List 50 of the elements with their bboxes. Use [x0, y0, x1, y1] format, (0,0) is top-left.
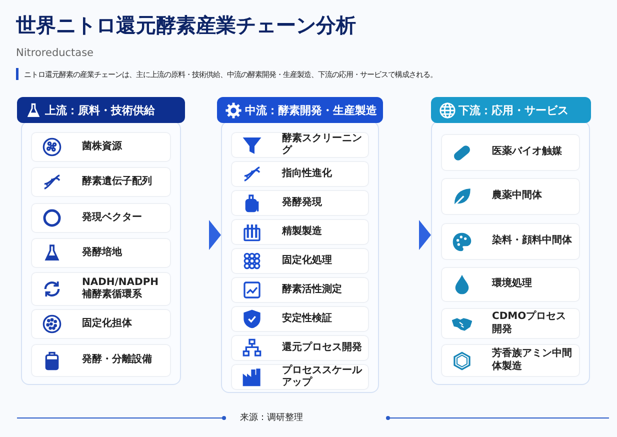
item-label: 固定化担体: [82, 318, 133, 330]
item-card: [231, 132, 369, 158]
item-label: プロセススケールアップ: [282, 364, 364, 390]
item-label: 酵素活性測定: [282, 284, 343, 296]
item-label: 精製製造: [282, 226, 323, 238]
item-card: [231, 277, 369, 303]
item-label: 発現ベクター: [82, 212, 143, 224]
item-card: [441, 178, 580, 215]
item-label: 酵素遺伝子配列: [82, 176, 153, 188]
item-card: [231, 364, 369, 390]
item-card: [31, 238, 171, 268]
item-label: CDMOプロセス開発: [492, 311, 568, 336]
item-card: [31, 167, 171, 197]
item-label: 固定化処理: [282, 254, 333, 268]
item-label: 環境処理: [492, 278, 533, 291]
item-label: 安定性検証: [282, 312, 333, 326]
panel-header: 下流：応用・サービス: [430, 97, 590, 123]
panel-header: 上流：原料・技術供給: [17, 97, 185, 123]
item-card: [441, 344, 580, 377]
item-card: [31, 203, 171, 233]
item-card: [31, 309, 171, 339]
item-label: 発酵発現: [282, 196, 323, 210]
item-label: 還元プロセス開発: [282, 342, 363, 354]
item-card: [441, 134, 580, 171]
item-card: [231, 306, 369, 332]
item-label: 医薬バイオ触媒: [492, 146, 563, 159]
item-card: [231, 161, 369, 187]
item-card: [231, 248, 369, 274]
item-card: [231, 219, 369, 245]
item-label: 農薬中間体: [492, 190, 543, 203]
item-label: 指向性進化: [282, 168, 333, 180]
source-note: 来源：调研整理: [240, 412, 303, 424]
title: 世界ニトロ還元酵素産業チェーン分析: [16, 12, 356, 39]
subtitle: Nitroreductase: [16, 47, 94, 59]
item-card: [31, 344, 171, 377]
item-card: [441, 308, 580, 339]
item-label: 染料・顔料中間体: [492, 235, 573, 248]
item-label: NADH/NADPH 補酵素循環系: [82, 276, 160, 302]
item-card: [31, 272, 171, 306]
item-card: [441, 223, 580, 260]
item-card: [441, 267, 580, 302]
item-label: 酵素スクリーニング: [282, 132, 363, 158]
item-card: [231, 190, 369, 216]
item-label: 芳香族アミン中間体製造: [492, 348, 573, 373]
panel-header: 中流：酵素開発・生産製造: [217, 97, 383, 123]
item-label: 発酵培地: [82, 246, 123, 260]
item-card: [231, 335, 369, 361]
item-card: [31, 132, 171, 162]
item-label: 発酵・分離設備: [82, 354, 153, 367]
item-label: 菌株資源: [82, 140, 123, 154]
